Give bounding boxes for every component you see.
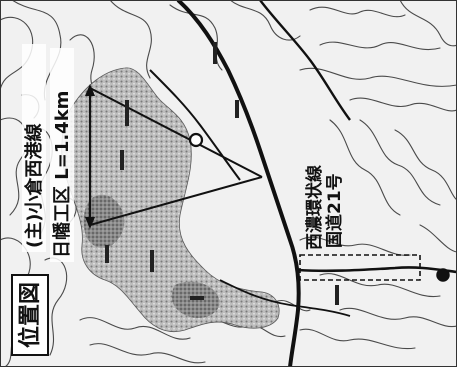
section-arrow-bottom	[85, 217, 95, 229]
urban-area	[61, 67, 280, 332]
national-road	[176, 0, 301, 367]
route-label-group: (主)小倉西港線	[22, 44, 46, 252]
bypass-label: 西濃環状線	[304, 165, 325, 250]
national-route-label-group: 国道21号	[324, 173, 345, 248]
section-arrow-top	[85, 84, 95, 96]
interchange-marker-right	[436, 268, 450, 282]
legend-title: 位置図	[17, 282, 43, 348]
place-name-marks	[105, 42, 339, 305]
section-line-upper	[89, 87, 263, 178]
section-line-lower	[89, 176, 263, 226]
section-label-group: 日幡工区 L=1.4km	[50, 48, 74, 262]
contour-lines-right	[229, 119, 457, 350]
secondary-road	[149, 69, 241, 181]
legend-title-box: 位置図	[11, 274, 49, 356]
section-label: 日幡工区 L=1.4km	[51, 91, 73, 258]
national-route-label: 国道21号	[324, 173, 345, 248]
bypass-area-outline	[299, 254, 421, 281]
interchange-marker	[188, 132, 204, 148]
secondary-road	[297, 266, 457, 274]
secondary-road	[259, 0, 351, 121]
route-label: (主)小倉西港線	[23, 124, 45, 248]
secondary-road	[219, 279, 351, 317]
bypass-label-group: 西濃環状線	[304, 165, 325, 250]
